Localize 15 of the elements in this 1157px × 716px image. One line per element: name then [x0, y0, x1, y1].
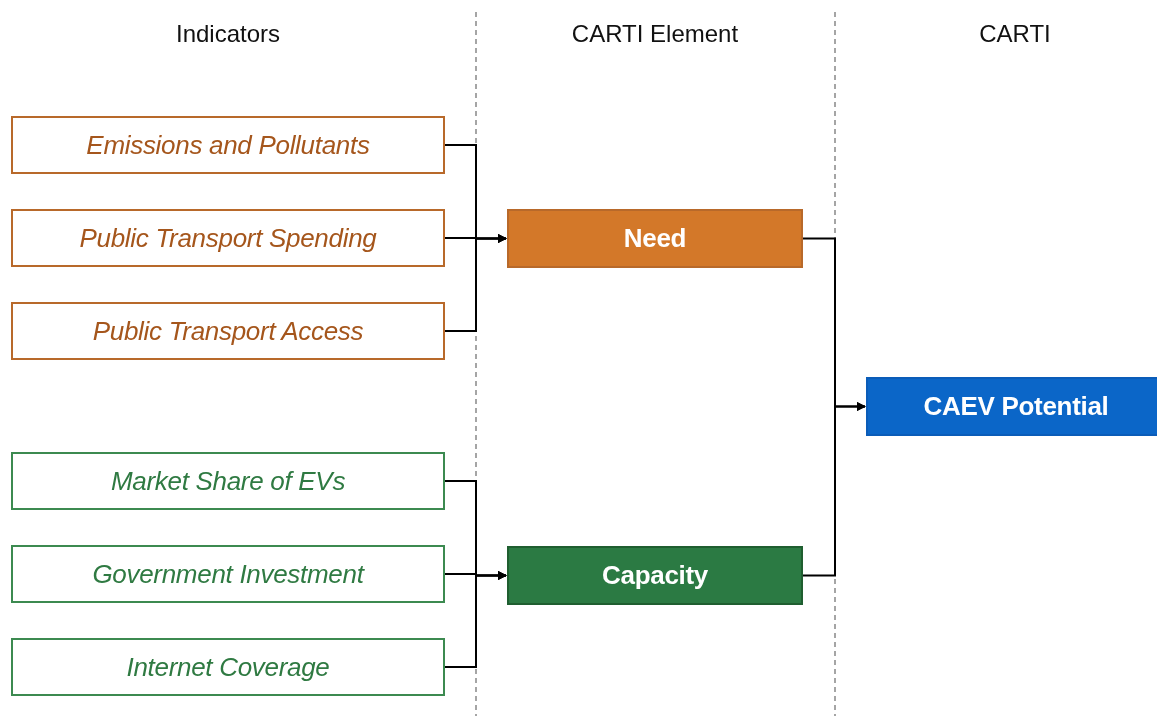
indicator-box: Internet Coverage	[11, 638, 445, 696]
element-box: Capacity	[507, 546, 803, 605]
column-heading: CARTI Element	[570, 20, 740, 48]
column-heading: Indicators	[174, 20, 282, 48]
indicator-box: Emissions and Pollutants	[11, 116, 445, 174]
element-box: CAEV Potential	[866, 377, 1157, 436]
indicator-box: Market Share of EVs	[11, 452, 445, 510]
indicator-box: Public Transport Spending	[11, 209, 445, 267]
indicator-box: Government Investment	[11, 545, 445, 603]
element-box: Need	[507, 209, 803, 268]
indicator-box: Public Transport Access	[11, 302, 445, 360]
connector-arrow	[444, 234, 507, 332]
column-heading: CARTI	[978, 20, 1052, 48]
connector-arrow	[444, 571, 507, 668]
connector-arrow	[802, 402, 866, 577]
